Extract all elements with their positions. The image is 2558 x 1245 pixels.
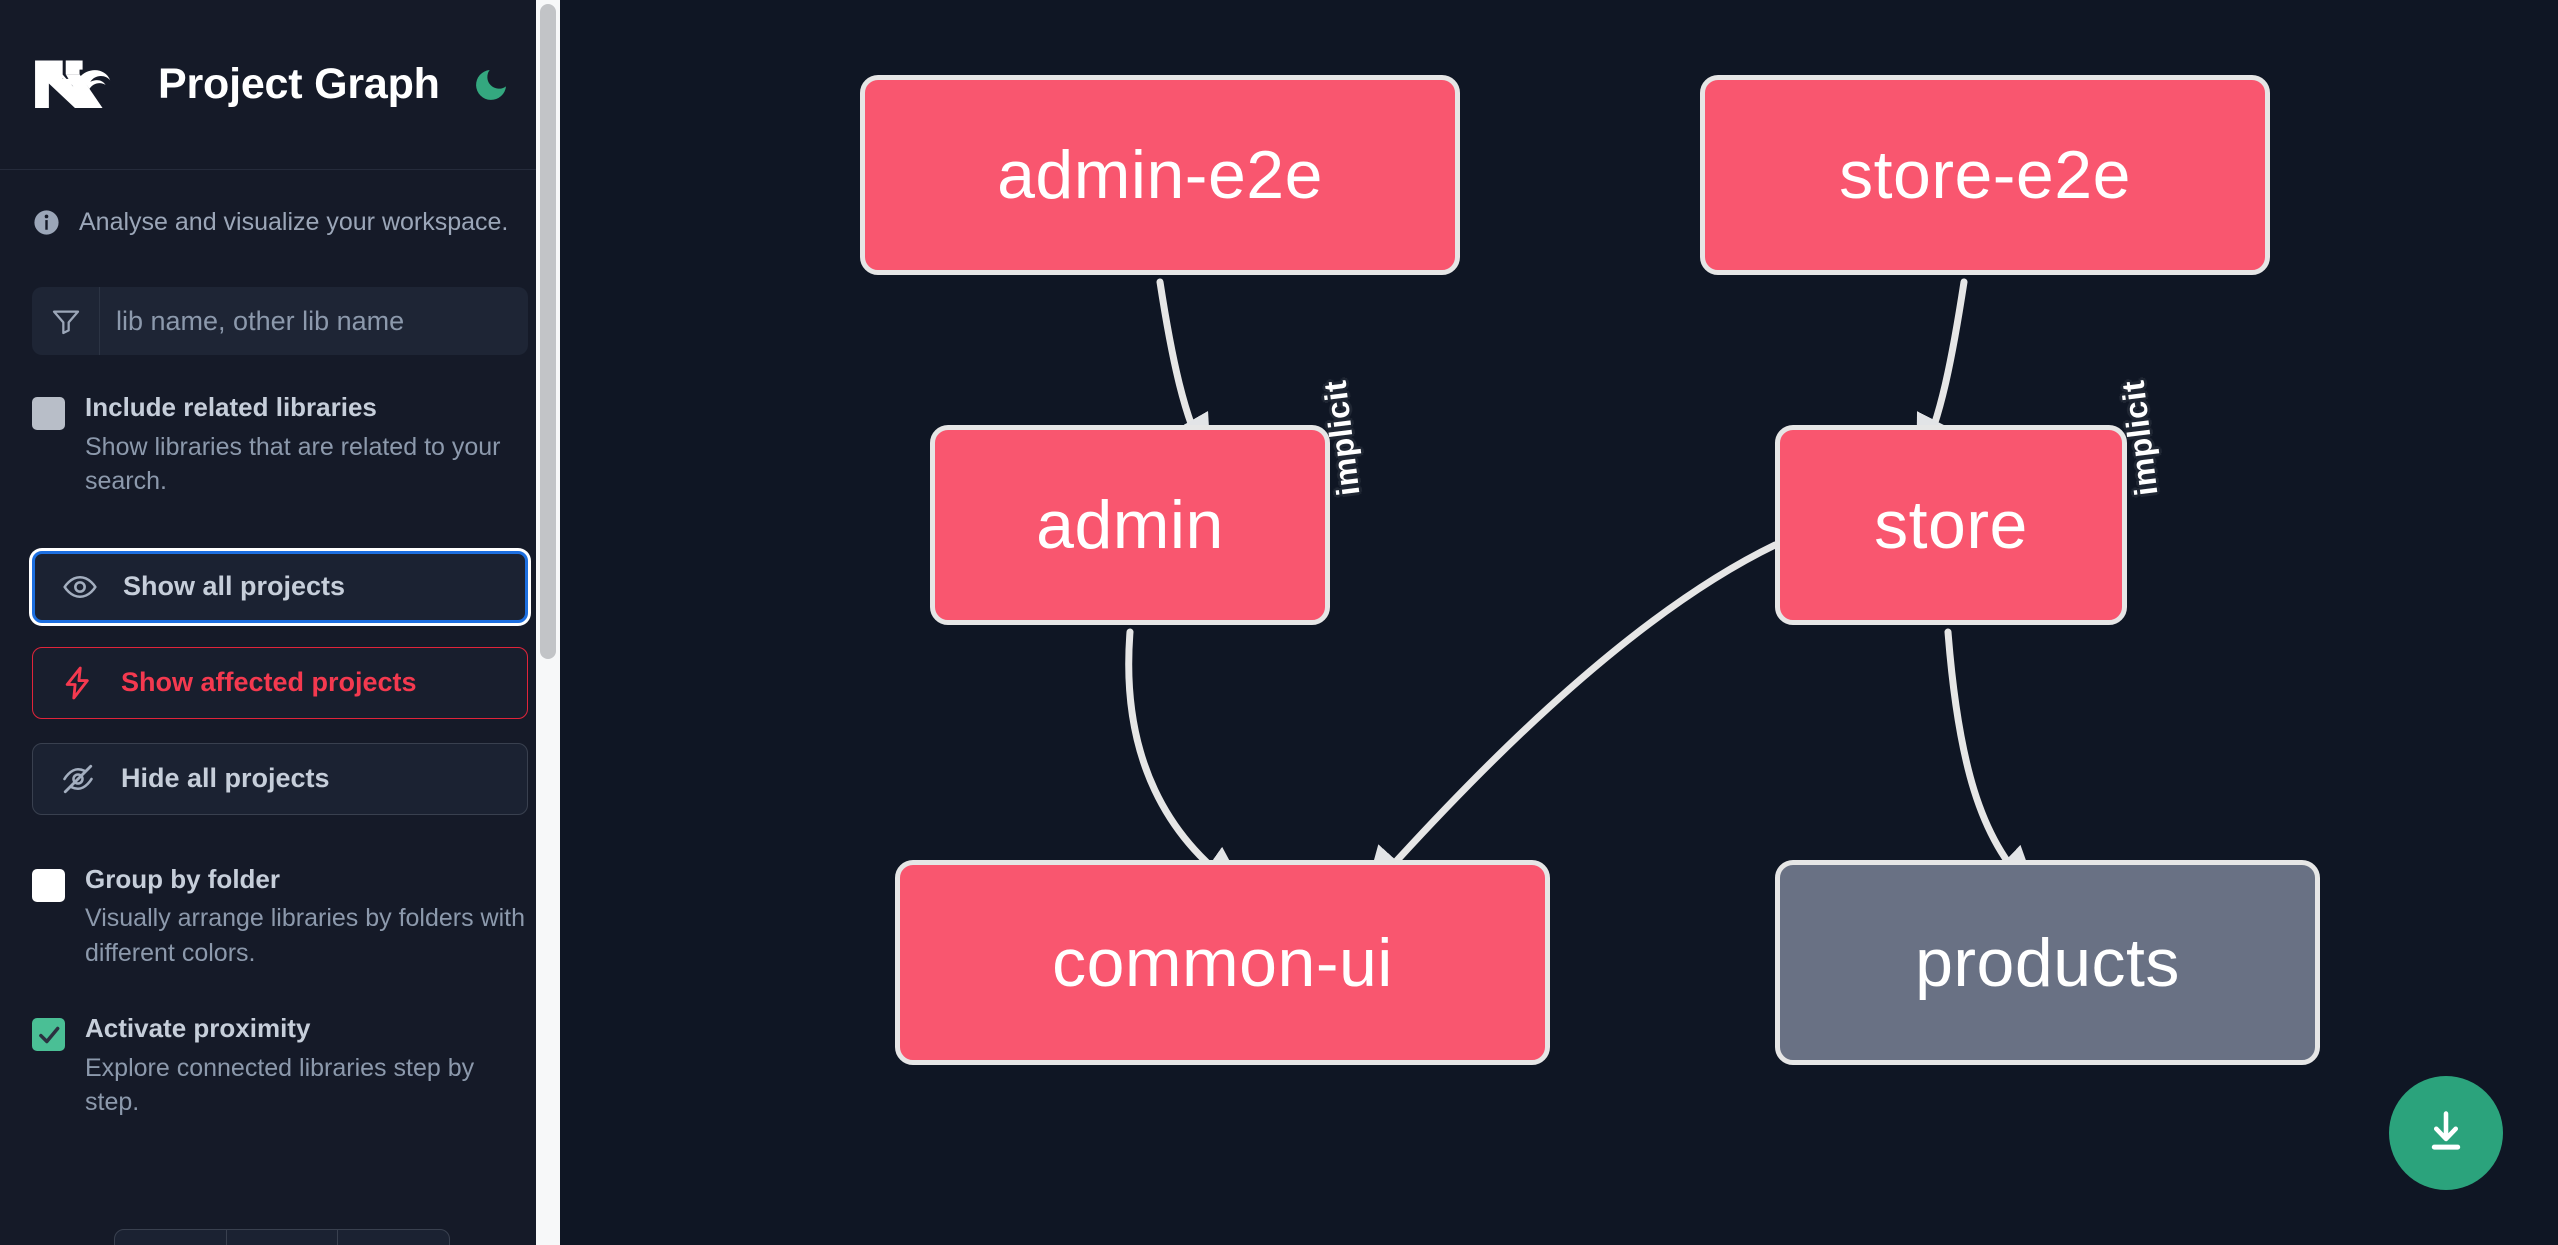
checkbox-activate-proximity[interactable] (32, 1018, 65, 1051)
show-all-projects-button[interactable]: Show all projects (32, 550, 528, 623)
graph-node-admin[interactable]: admin (930, 425, 1330, 625)
proximity-segmented-control[interactable] (114, 1229, 450, 1245)
sidebar: Project Graph Analyse and visualize your… (0, 0, 560, 1245)
segment-option-3[interactable] (338, 1230, 449, 1245)
show-affected-projects-button[interactable]: Show affected projects (32, 646, 528, 719)
app-title: Project Graph (158, 60, 440, 108)
sidebar-header: Project Graph (0, 0, 560, 170)
checkbox-include-related-libraries[interactable] (32, 397, 65, 430)
graph-node-common-ui[interactable]: common-ui (895, 860, 1550, 1065)
sidebar-body: Analyse and visualize your workspace. In… (0, 170, 560, 1120)
hide-all-projects-button[interactable]: Hide all projects (32, 742, 528, 815)
download-graph-button[interactable] (2389, 1076, 2503, 1190)
projects-action-buttons: Show all projects Show affected projects (32, 550, 528, 815)
graph-canvas[interactable]: implicit implicit admin-e2e store-e2e ad… (560, 0, 2558, 1245)
segment-option-1[interactable] (115, 1230, 227, 1245)
option-title: Include related libraries (85, 392, 377, 422)
checkbox-group-by-folder[interactable] (32, 868, 65, 902)
option-description: Explore connected libraries step by step… (85, 1053, 475, 1117)
edge-store-to-common-ui (1363, 541, 1779, 898)
option-description: Show libraries that are related to your … (85, 432, 501, 496)
segment-option-2[interactable] (227, 1230, 339, 1245)
edge-store-to-products (1944, 628, 2039, 897)
filter-funnel-icon (32, 287, 100, 355)
edge-admin-to-common-ui (1125, 628, 1249, 896)
eye-icon (61, 568, 99, 606)
eye-off-icon (59, 760, 97, 798)
graph-node-store-e2e[interactable]: store-e2e (1700, 75, 2270, 275)
sidebar-scrollbar-thumb[interactable] (540, 4, 556, 659)
graph-node-store[interactable]: store (1775, 425, 2127, 625)
sidebar-scrollbar-track[interactable] (536, 0, 560, 1245)
search-bar[interactable] (32, 287, 528, 355)
moon-icon[interactable] (468, 62, 514, 108)
tagline-text: Analyse and visualize your workspace. (79, 208, 509, 236)
option-include-related-libraries[interactable]: Include related libraries Show libraries… (32, 391, 528, 499)
show-affected-projects-label: Show affected projects (121, 667, 417, 697)
option-description: Visually arrange libraries by folders wi… (85, 904, 526, 967)
nx-logo-icon (32, 54, 124, 116)
option-title: Activate proximity (85, 1013, 311, 1043)
option-title: Group by folder (85, 863, 280, 894)
download-icon (2420, 1106, 2472, 1161)
search-input[interactable] (100, 287, 528, 355)
graph-node-products[interactable]: products (1775, 860, 2320, 1065)
hide-all-projects-label: Hide all projects (121, 763, 330, 793)
info-icon (32, 208, 61, 237)
show-all-projects-label: Show all projects (123, 571, 346, 601)
lightning-bolt-icon (59, 664, 97, 702)
option-group-by-folder[interactable]: Group by folder Visually arrange librari… (32, 863, 528, 971)
tagline: Analyse and visualize your workspace. (32, 170, 528, 237)
option-activate-proximity[interactable]: Activate proximity Explore connected lib… (32, 1012, 528, 1120)
graph-node-admin-e2e[interactable]: admin-e2e (860, 75, 1460, 275)
